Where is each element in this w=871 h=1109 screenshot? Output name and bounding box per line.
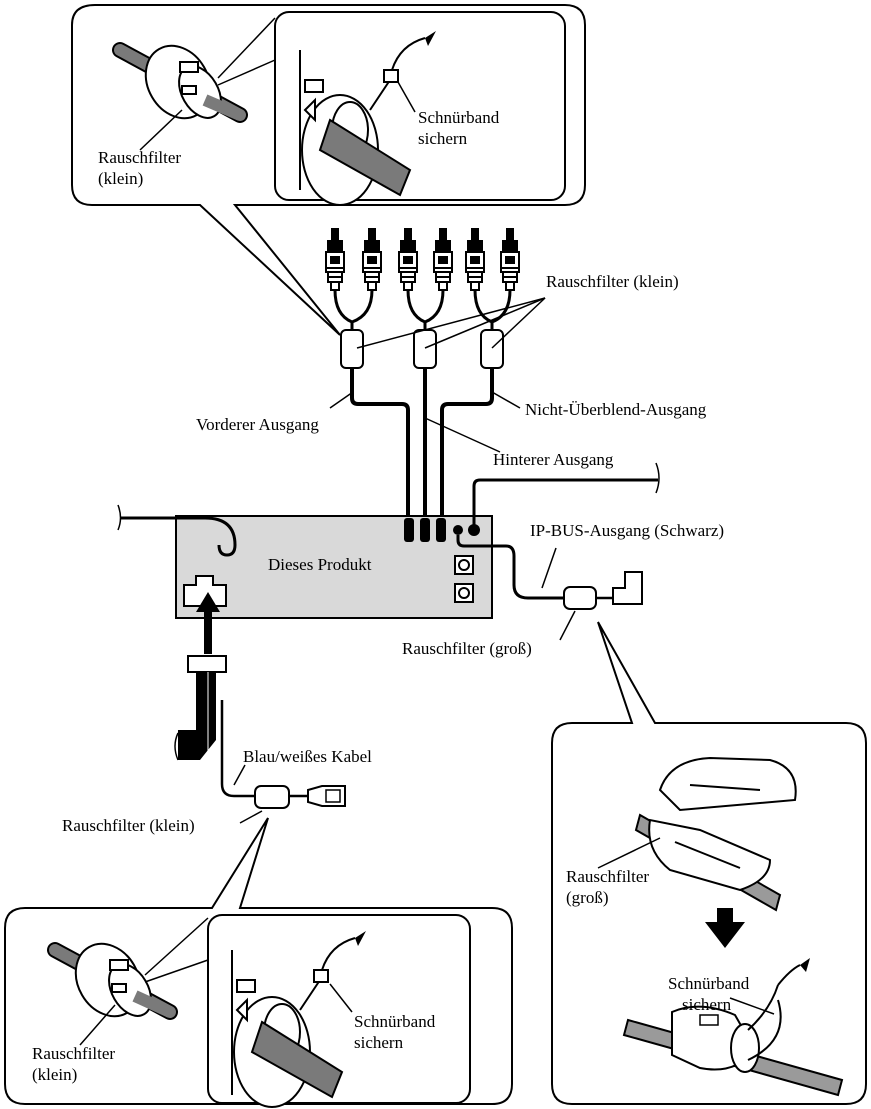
output-cables <box>350 368 494 520</box>
bottom-callout-filter-label-1: Rauschfilter <box>32 1044 115 1063</box>
product-unit: Dieses Produkt <box>117 504 493 619</box>
right-callout-filter-label-2: (groß) <box>566 888 608 907</box>
bottom-callout-secure-label-2: sichern <box>354 1033 404 1052</box>
front-output-label: Vorderer Ausgang <box>196 415 319 434</box>
bottom-callout: Rauschfilter (klein) Schnürband sichern <box>4 817 513 1108</box>
bottom-detail-illustration <box>231 931 366 1108</box>
top-callout-filter-label-2: (klein) <box>98 169 143 188</box>
small-filters-row <box>340 329 504 369</box>
top-callout-secure-label-1: Schnürband <box>418 108 500 127</box>
right-callout-filter-label-1: Rauschfilter <box>566 867 649 886</box>
bottom-callout-secure-label-1: Schnürband <box>354 1012 436 1031</box>
small-filter-bottom <box>254 785 290 809</box>
right-callout-secure-label-1: Schnürband <box>668 974 750 993</box>
small-filter-bottom-label: Rauschfilter (klein) <box>62 816 195 835</box>
rca-cables <box>333 289 512 330</box>
rear-output-label: Hinterer Ausgang <box>493 450 614 469</box>
large-filter <box>563 586 597 610</box>
right-callout: Rauschfilter (groß) Schnürband sichern <box>551 621 867 1105</box>
large-filter-label: Rauschfilter (groß) <box>402 639 532 658</box>
right-open-filter-illustration <box>634 756 797 912</box>
top-filter-illustration <box>112 42 248 123</box>
product-label: Dieses Produkt <box>268 555 372 574</box>
power-connector <box>183 575 227 607</box>
bottom-filter-illustration <box>47 942 178 1020</box>
top-callout: Rauschfilter (klein) Schnürband sichern <box>71 4 586 336</box>
blue-white-cable-label: Blau/weißes Kabel <box>243 747 372 766</box>
filter-leader-lines <box>329 297 546 453</box>
bottom-callout-filter-label-2: (klein) <box>32 1065 77 1084</box>
down-arrow-icon <box>705 908 745 948</box>
nonfade-output-label: Nicht-Überblend-Ausgang <box>525 400 707 419</box>
small-filters-label: Rauschfilter (klein) <box>546 272 679 291</box>
ipbus-connector <box>612 571 643 605</box>
right-callout-secure-label-2: sichern <box>682 995 732 1014</box>
top-detail-illustration <box>299 31 436 206</box>
top-callout-secure-label-2: sichern <box>418 129 468 148</box>
right-closed-filter-illustration <box>622 958 844 1097</box>
top-callout-filter-label-1: Rauschfilter <box>98 148 181 167</box>
ipbus-output-label: IP-BUS-Ausgang (Schwarz) <box>530 521 724 540</box>
rca-connectors <box>325 227 520 291</box>
harness <box>174 592 346 809</box>
